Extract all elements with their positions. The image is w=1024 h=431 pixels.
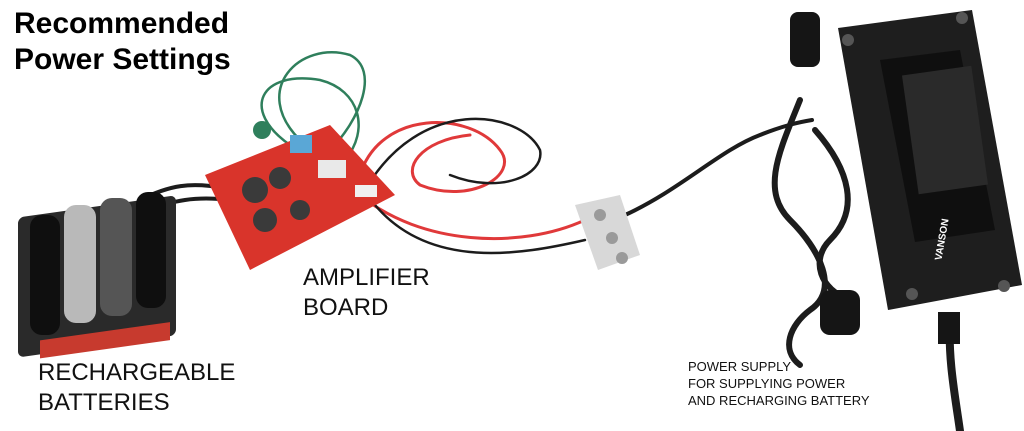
dc-cable bbox=[623, 118, 814, 217]
green-wire-2 bbox=[260, 77, 360, 162]
terminal-block bbox=[575, 195, 640, 270]
adapter-cord-coil-2 bbox=[812, 127, 853, 303]
title-line-1: Recommended bbox=[14, 7, 230, 40]
red-wire-loop bbox=[358, 121, 506, 194]
power-supply-label-line-1: POWER SUPPLY bbox=[688, 359, 792, 374]
amplifier-board-label: AMPLIFIER BOARD bbox=[303, 263, 430, 323]
amplifier-label-line-1: AMPLIFIER bbox=[303, 264, 430, 291]
batteries-label-line-2: BATTERIES bbox=[38, 389, 170, 416]
black-wire-to-block bbox=[373, 203, 587, 255]
page-title: Recommended Power Settings bbox=[14, 6, 231, 78]
power-supply-label-line-3: AND RECHARGING BATTERY bbox=[688, 393, 870, 408]
batteries-label-line-1: RECHARGEABLE bbox=[38, 359, 236, 386]
batteries-label: RECHARGEABLE BATTERIES bbox=[38, 358, 235, 418]
amplifier-label-line-2: BOARD bbox=[303, 294, 389, 321]
black-wire-loop bbox=[363, 117, 542, 192]
battery-holder bbox=[18, 192, 176, 359]
power-adapter: VANSON bbox=[790, 10, 1022, 344]
power-supply-label-line-2: FOR SUPPLYING POWER bbox=[688, 376, 846, 391]
title-line-2: Power Settings bbox=[14, 43, 231, 76]
red-wire-to-block bbox=[358, 193, 587, 240]
adapter-cord-coil bbox=[771, 97, 828, 368]
green-wire-1 bbox=[278, 51, 367, 152]
wires bbox=[138, 51, 964, 431]
power-supply-label: POWER SUPPLY FOR SUPPLYING POWER AND REC… bbox=[688, 358, 870, 409]
amplifier-board bbox=[205, 121, 395, 270]
